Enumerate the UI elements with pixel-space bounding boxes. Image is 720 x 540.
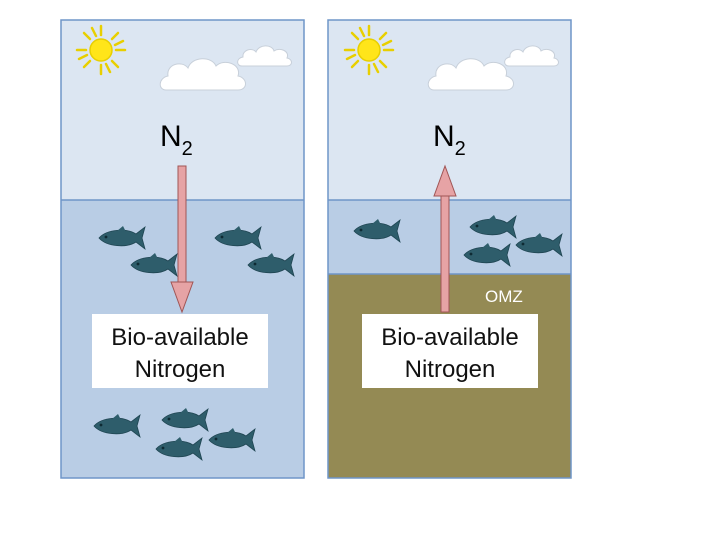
arrow-down-icon bbox=[170, 165, 194, 314]
nitrogen-label-line2: Nitrogen bbox=[135, 356, 226, 383]
sun-icon bbox=[343, 24, 395, 76]
panel-border bbox=[60, 19, 305, 479]
gas-label: N2 bbox=[433, 120, 466, 160]
omz-label: OMZ bbox=[485, 287, 523, 306]
sun-icon bbox=[75, 24, 127, 76]
arrow-up-icon bbox=[433, 164, 457, 313]
nitrogen-box bbox=[92, 314, 268, 388]
nitrogen-label-line2: Nitrogen bbox=[405, 356, 496, 383]
panel-omz: N2 OMZ Bio-available Nitrogen bbox=[327, 19, 572, 479]
panel-normal: N2 Bio-available Nitrogen bbox=[60, 19, 305, 479]
nitrogen-label-line1: Bio-available bbox=[111, 324, 248, 351]
gas-label: N2 bbox=[160, 120, 193, 160]
nitrogen-box bbox=[362, 314, 538, 388]
nitrogen-label-line1: Bio-available bbox=[381, 324, 518, 351]
panel-border bbox=[327, 19, 572, 479]
